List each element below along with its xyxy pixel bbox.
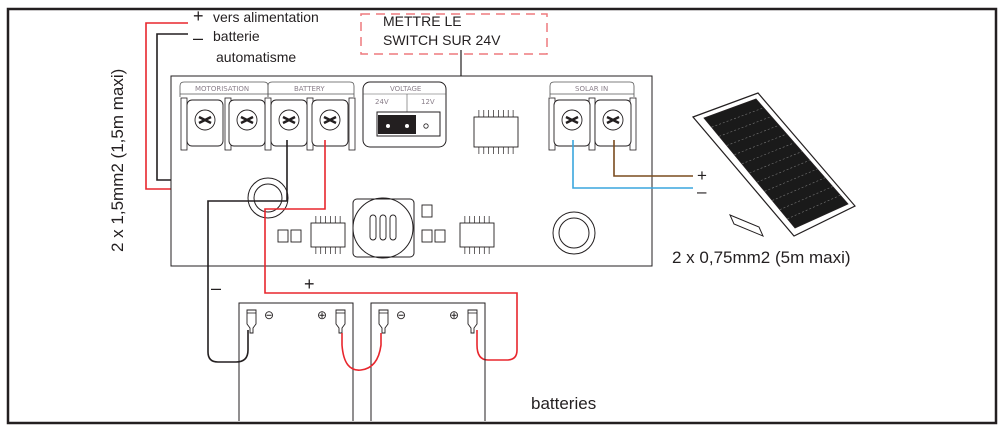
jumper-pin-1 [386, 124, 390, 128]
voltage-option-24v: 24V [375, 98, 389, 106]
battery-series-link [341, 333, 382, 371]
solar-cell-row [726, 124, 780, 146]
pad [290, 229, 302, 243]
batteries-label: batteries [531, 394, 596, 413]
chip-top [473, 110, 519, 154]
solar-cell-row [734, 133, 787, 155]
solar-cell-row [711, 107, 764, 128]
solar-cell-row [787, 194, 841, 220]
pad [434, 229, 446, 243]
solar-cell-row [764, 168, 818, 192]
solar-in-header [549, 81, 635, 97]
power-plus-sign: + [193, 6, 204, 26]
battery-positive-terminal[interactable] [335, 309, 346, 334]
battery-negative-label: – [211, 278, 221, 298]
chip-right [459, 216, 495, 254]
inductor-slot-1 [369, 214, 377, 241]
battery-1: ⊖⊕ [238, 302, 354, 421]
inductor-slot-2 [379, 214, 387, 241]
power-minus-label-1: batterie [213, 28, 260, 44]
battery-body [370, 302, 486, 421]
solar-cable-spec: 2 x 0,75mm2 (5m maxi) [672, 248, 851, 267]
voltage-jumper[interactable] [378, 115, 416, 134]
solar-cell-row [756, 159, 810, 183]
solar-minus-label: – [697, 182, 707, 201]
battery-positive-wire [264, 140, 518, 361]
solar-cell-row [741, 142, 795, 165]
terminal-post [180, 97, 188, 151]
switch-note-line-1: METTRE LE [383, 13, 462, 29]
terminal-block-main [180, 97, 356, 151]
main-terminal-2-screw-slot [240, 115, 254, 125]
chip-left [310, 216, 346, 254]
solar-cell-row [719, 116, 772, 137]
solar-cell-row [772, 177, 826, 201]
battery-minus-symbol: ⊖ [264, 308, 274, 322]
pad [277, 229, 289, 243]
terminal-post [348, 97, 356, 151]
board-chips [310, 110, 519, 254]
jumper-pin-3 [423, 123, 429, 129]
main-terminal-4-screw-slot [323, 115, 337, 125]
pad [421, 204, 433, 218]
main-terminal-3-screw-slot [282, 115, 296, 125]
inductor-slot-3 [389, 214, 397, 241]
jumper-pin-2 [405, 124, 409, 128]
solar-plus-label: + [697, 166, 707, 185]
solar-cell-row [779, 186, 833, 210]
battery-plus-symbol: ⊕ [317, 308, 327, 322]
capacitor-right-inner [558, 217, 590, 249]
solar-panel [691, 92, 856, 237]
solar-panel-grid [711, 107, 841, 220]
battery-negative-terminal[interactable] [378, 309, 389, 334]
power-minus-sign: – [193, 28, 203, 48]
power-minus-label-2: automatisme [216, 49, 296, 65]
main-terminal-1-screw-slot [198, 115, 212, 125]
motorisation-label: MOTORISATION [195, 85, 249, 93]
left-cable-spec: 2 x 1,5mm2 (1,5m maxi) [108, 69, 127, 252]
diagram-frame [6, 7, 998, 425]
switch-note-line-2: SWITCH SUR 24V [383, 32, 501, 48]
battery-header [267, 81, 355, 97]
battery-label: BATTERY [294, 85, 325, 93]
battery-plus-symbol: ⊕ [449, 308, 459, 322]
capacitor-left-inner [253, 183, 283, 213]
terminal-block-solar [548, 97, 637, 151]
battery-negative-wire [207, 140, 288, 363]
solar-terminal-1-screw-slot [565, 115, 579, 125]
battery-2: ⊖⊕ [370, 302, 486, 421]
solar-cell-row [749, 151, 803, 174]
solar-terminal-2-screw-slot [606, 115, 620, 125]
battery-negative-terminal[interactable] [246, 309, 257, 334]
battery-positive-terminal[interactable] [467, 309, 478, 334]
battery-minus-symbol: ⊖ [396, 308, 406, 322]
solar-in-label: SOLAR IN [575, 85, 608, 93]
motorisation-header [179, 81, 269, 97]
battery-body [238, 302, 354, 421]
battery-positive-label: + [304, 274, 315, 294]
solar-panel-stand [729, 214, 764, 237]
switch-note-box [360, 13, 548, 55]
inductor-coil [352, 197, 414, 259]
pad [421, 229, 433, 243]
voltage-selector-frame [362, 81, 447, 148]
power-plus-label: vers alimentation [213, 9, 319, 25]
solar-negative-wire-brown [613, 140, 693, 177]
voltage-label: VOLTAGE [390, 85, 421, 93]
batteries-group: ⊖⊕⊖⊕ [238, 302, 486, 421]
solar-positive-wire [572, 140, 693, 189]
voltage-option-12v: 12V [421, 98, 435, 106]
terminal-post [264, 97, 272, 151]
